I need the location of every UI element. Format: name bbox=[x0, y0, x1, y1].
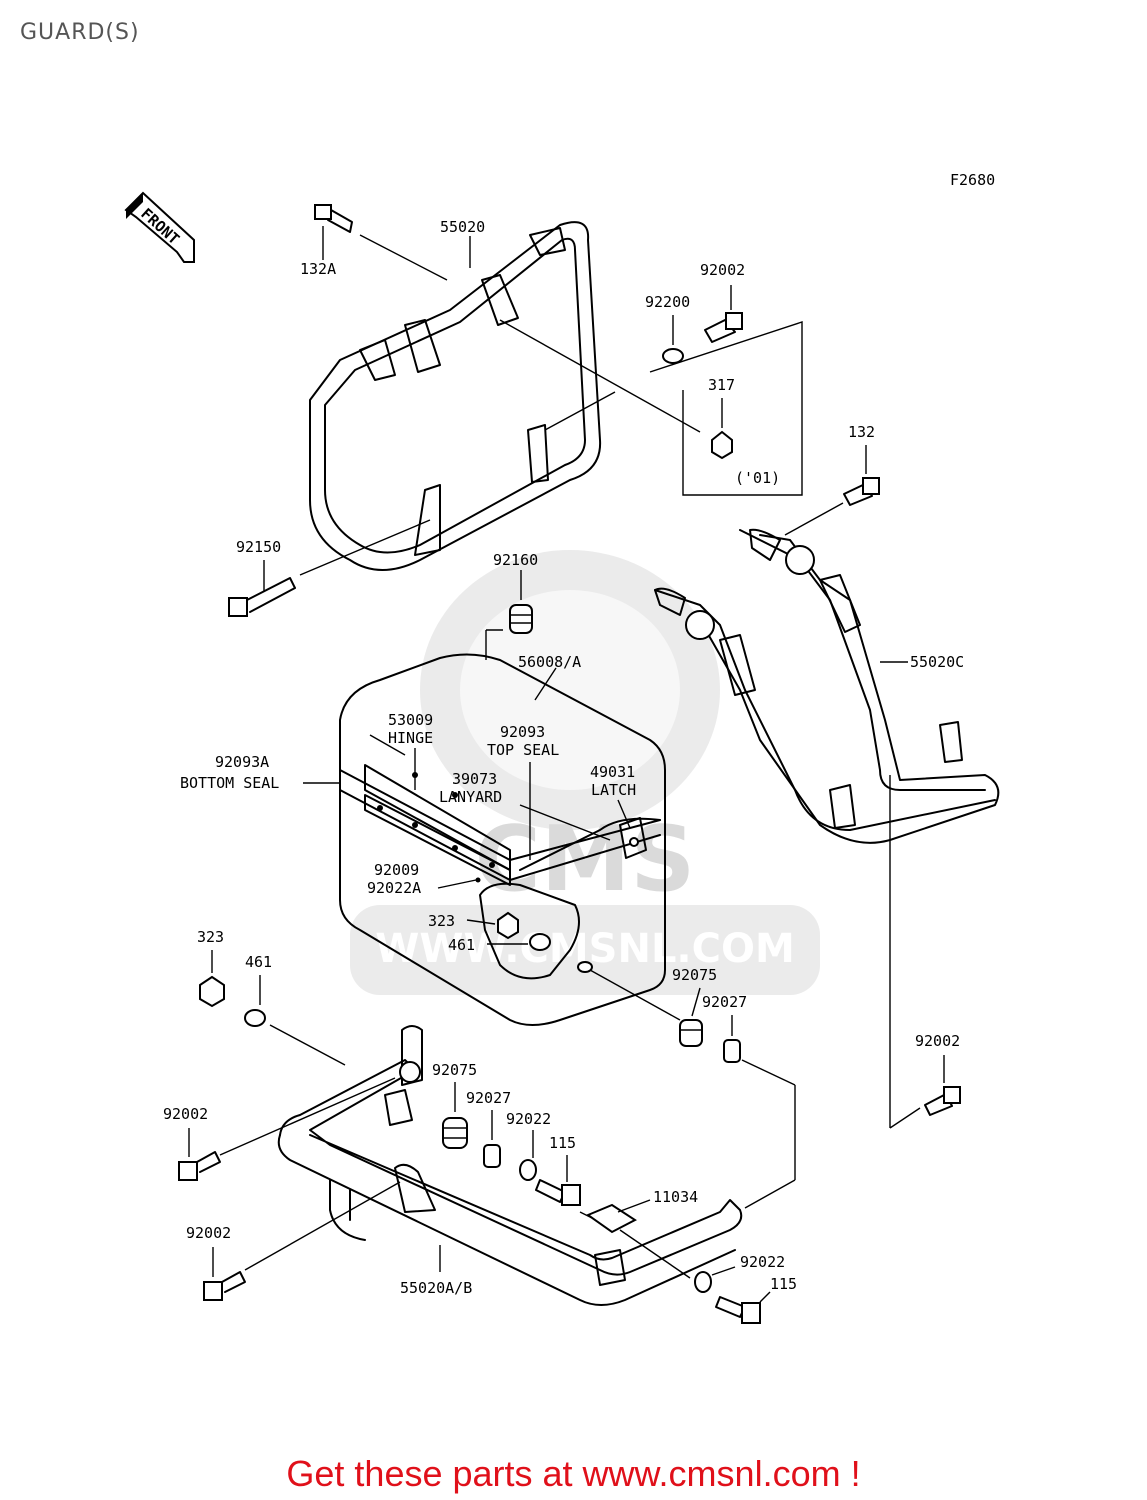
label-317: 317 bbox=[708, 376, 735, 394]
label-92150: 92150 bbox=[236, 538, 281, 556]
bolt-92002-left1-icon bbox=[178, 1151, 221, 1181]
label-latch: LATCH bbox=[591, 781, 636, 799]
label-56008: 56008/A bbox=[518, 653, 581, 671]
label-92075-middle: 92075 bbox=[432, 1061, 477, 1079]
saddlebag-case-56008 bbox=[339, 653, 666, 1026]
collar-92027-right-icon bbox=[723, 1039, 741, 1063]
label-top-seal: TOP SEAL bbox=[487, 741, 559, 759]
label-55020c: 55020C bbox=[910, 653, 964, 671]
nut-317-icon bbox=[711, 430, 733, 460]
bolt-115-middle-icon bbox=[535, 1179, 581, 1206]
bolt-132a-icon bbox=[314, 204, 353, 233]
washer-92022-middle-icon bbox=[519, 1159, 537, 1181]
page-title: GUARD(S) bbox=[20, 20, 140, 45]
bracket-11034-icon bbox=[585, 1203, 637, 1234]
label-92022-bottom: 92022 bbox=[740, 1253, 785, 1271]
label-92009: 92009 bbox=[374, 861, 419, 879]
label-132a: 132A bbox=[300, 260, 336, 278]
label-115-bottom: 115 bbox=[770, 1275, 797, 1293]
label-92093: 92093 bbox=[500, 723, 545, 741]
label-92093a: 92093A bbox=[215, 753, 269, 771]
washer-461-icon bbox=[244, 1009, 266, 1027]
nut-323-case-icon bbox=[497, 911, 519, 940]
grommet-92160-icon bbox=[509, 604, 533, 634]
label-323: 323 bbox=[197, 928, 224, 946]
watermark-logo: CMS WWW.CMSNL.COM bbox=[350, 550, 820, 995]
label-115-middle: 115 bbox=[549, 1134, 576, 1152]
washer-461-case-icon bbox=[529, 933, 551, 951]
label-92002-left1: 92002 bbox=[163, 1105, 208, 1123]
label-92002-top: 92002 bbox=[700, 261, 745, 279]
figure-code: F2680 bbox=[950, 171, 995, 189]
upper-guard-frame-55020 bbox=[309, 221, 602, 571]
label-49031: 49031 bbox=[590, 763, 635, 781]
grommet-92075-middle-icon bbox=[442, 1117, 468, 1149]
bolt-115-bottom-icon bbox=[715, 1296, 761, 1324]
label-01: ('01) bbox=[735, 469, 780, 487]
label-461: 461 bbox=[245, 953, 272, 971]
label-132: 132 bbox=[848, 423, 875, 441]
label-92002-right: 92002 bbox=[915, 1032, 960, 1050]
washer-92200-icon bbox=[662, 348, 684, 364]
right-guard-frame-55020c bbox=[654, 528, 1000, 844]
grommet-92075-right-icon bbox=[679, 1019, 703, 1047]
label-92027-right: 92027 bbox=[702, 993, 747, 1011]
bolt-92002-right-icon bbox=[924, 1086, 961, 1116]
label-323-case: 323 bbox=[428, 912, 455, 930]
label-lanyard: LANYARD bbox=[439, 788, 502, 806]
label-55020ab: 55020A/B bbox=[400, 1279, 472, 1297]
label-55020: 55020 bbox=[440, 218, 485, 236]
front-arrow-icon: FRONT bbox=[124, 191, 195, 263]
label-bottom-seal: BOTTOM SEAL bbox=[180, 774, 279, 792]
label-11034: 11034 bbox=[653, 1188, 698, 1206]
nut-323-icon bbox=[199, 975, 225, 1008]
label-92002-left2: 92002 bbox=[186, 1224, 231, 1242]
lower-guard-frame-55020ab bbox=[277, 1025, 743, 1306]
label-39073: 39073 bbox=[452, 770, 497, 788]
label-92075-right: 92075 bbox=[672, 966, 717, 984]
bolt-132-icon bbox=[843, 477, 880, 506]
bolt-92002-top-icon bbox=[704, 312, 743, 343]
washer-92022-bottom-icon bbox=[694, 1271, 712, 1293]
collar-92027-middle-icon bbox=[483, 1144, 501, 1168]
bolt-92002-left2-icon bbox=[203, 1271, 246, 1301]
label-92022a: 92022A bbox=[367, 879, 421, 897]
bolt-92150-icon bbox=[228, 577, 296, 617]
variant-bracket-01 bbox=[649, 321, 803, 496]
part-labels: 132A 55020 92002 92200 317 ('01) 132 921… bbox=[163, 218, 964, 1297]
label-92160: 92160 bbox=[493, 551, 538, 569]
footer-link[interactable]: Get these parts at www.cmsnl.com ! bbox=[286, 1453, 861, 1494]
label-92200: 92200 bbox=[645, 293, 690, 311]
label-hinge: HINGE bbox=[388, 729, 433, 747]
rivet-92009-icon bbox=[475, 877, 481, 883]
label-92022-middle: 92022 bbox=[506, 1110, 551, 1128]
label-461-case: 461 bbox=[448, 936, 475, 954]
label-92027-middle: 92027 bbox=[466, 1089, 511, 1107]
label-53009: 53009 bbox=[388, 711, 433, 729]
